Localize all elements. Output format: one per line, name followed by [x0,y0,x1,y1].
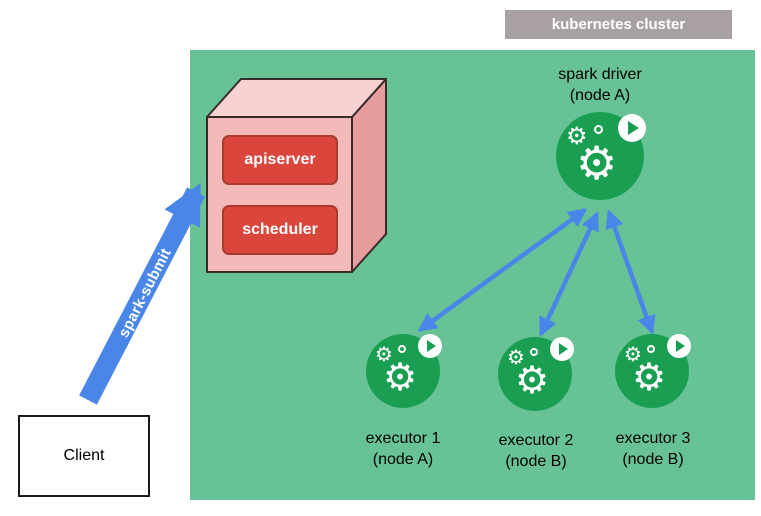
gear-icon: ⚙ [515,358,550,402]
play-triangle-icon [676,340,685,352]
spark-driver-label: spark driver (node A) [520,64,680,106]
apiserver-label: apiserver [244,151,316,168]
gear-icon: ⚙ [566,122,588,150]
executor-1-icon: ⚙ ⚙ [366,334,442,408]
play-icon [418,334,442,358]
gear-icon: ⚙ [624,342,642,366]
spark-driver-node: (node A) [569,87,631,104]
executor-name: executor 1 [365,430,441,447]
scheduler-label: scheduler [242,221,318,238]
executor-node: (node A) [372,451,434,468]
kubernetes-cluster-label: kubernetes cluster [505,10,732,39]
client-label: Client [63,447,105,464]
gear-icon: ⚙ [375,342,393,366]
play-triangle-icon [427,340,436,352]
play-icon [667,334,691,358]
apiserver-box: apiserver [222,135,338,185]
spark-driver-name: spark driver [558,66,642,83]
executor-name: executor 3 [615,430,691,447]
executor-2-icon: ⚙ ⚙ [498,337,574,411]
spark-submit-label: spark-submit [115,245,175,341]
scheduler-box: scheduler [222,205,338,255]
executor-name: executor 2 [498,432,574,449]
gear-icon: ⚙ [576,136,618,190]
executor-1-label: executor 1 (node A) [338,428,468,470]
gear-icon: ⚙ [383,355,418,399]
ring-dot-icon [647,345,655,353]
ring-dot-icon [594,125,603,134]
play-triangle-icon [628,121,639,135]
executor-3-icon: ⚙ ⚙ [615,334,691,408]
gear-icon: ⚙ [632,355,667,399]
spark-driver-icon: ⚙ ⚙ [556,112,646,200]
executor-node: (node B) [505,453,567,470]
play-triangle-icon [559,343,568,355]
ring-dot-icon [530,348,538,356]
ring-dot-icon [398,345,406,353]
executor-node: (node B) [622,451,684,468]
client-box: Client [18,415,150,497]
executor-2-label: executor 2 (node B) [471,430,601,472]
gear-icon: ⚙ [507,345,525,369]
executor-3-label: executor 3 (node B) [588,428,718,470]
play-icon [550,337,574,361]
play-icon [618,114,646,142]
